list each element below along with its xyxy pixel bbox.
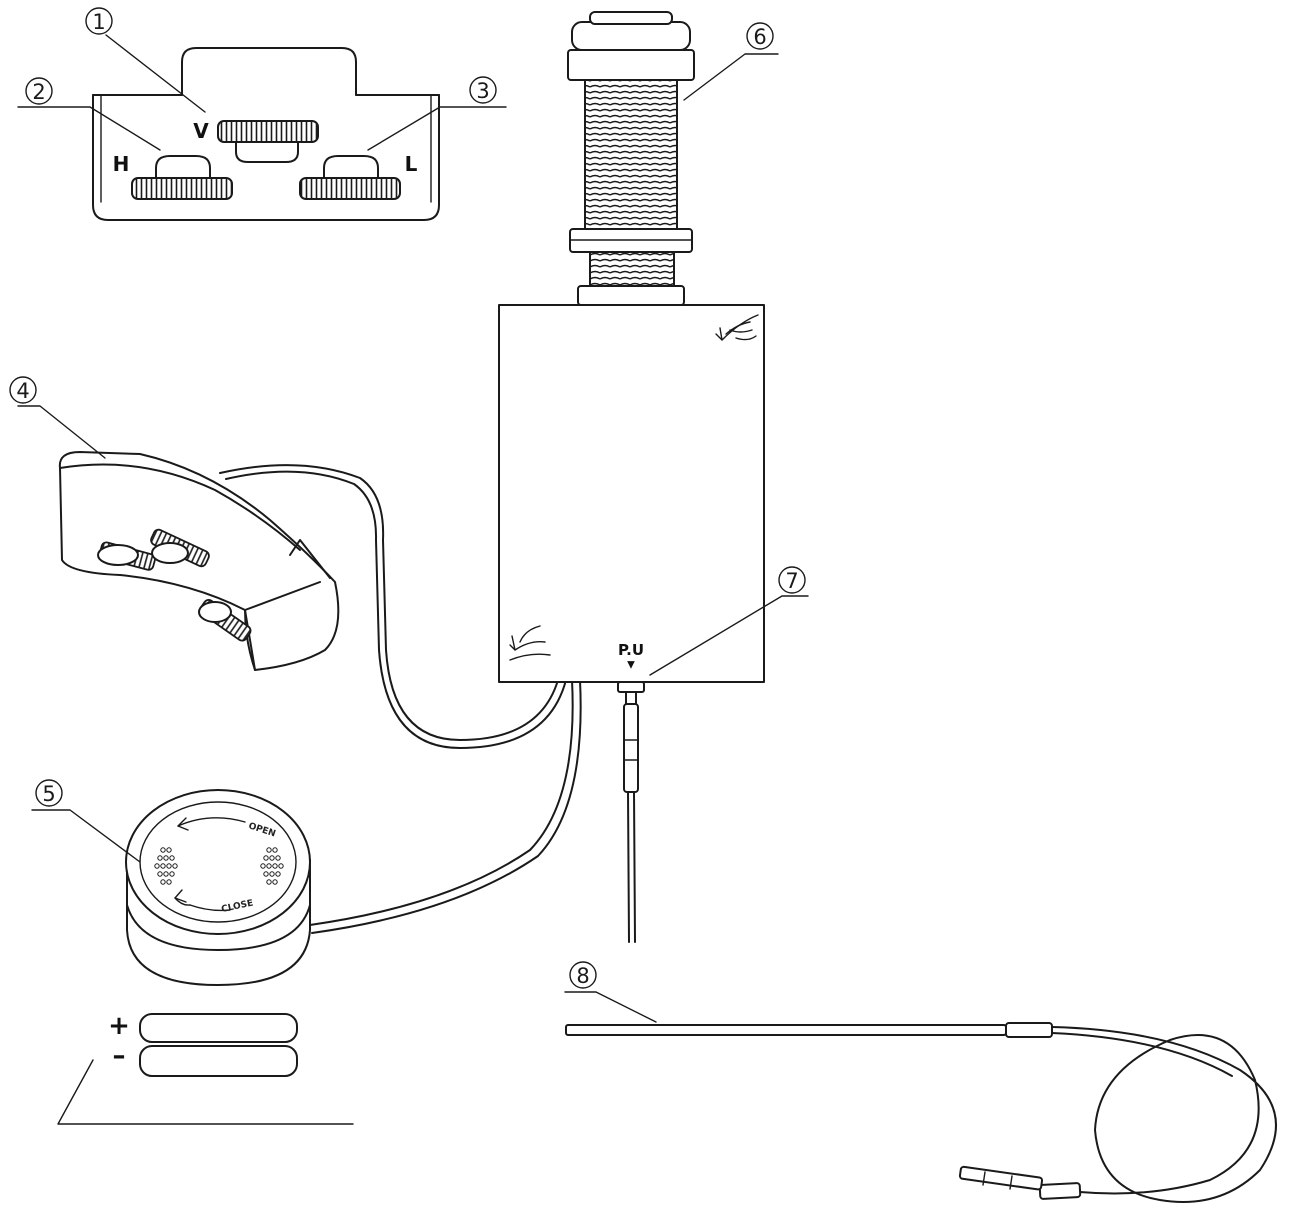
- leaf-ornament-top: [715, 314, 759, 341]
- callout-4-text: 4: [16, 379, 29, 403]
- label-h: H: [113, 152, 130, 176]
- label-v: V: [193, 119, 209, 143]
- grip-dots-left: [154, 847, 178, 885]
- callout-7: 7: [778, 566, 806, 594]
- callout-8-text: 8: [576, 964, 589, 988]
- battery-plus: +: [108, 1011, 130, 1041]
- output-plug: [617, 681, 645, 943]
- endpin-jack[interactable]: [567, 11, 695, 306]
- callout-4: 4: [9, 376, 37, 404]
- callout-3-text: 3: [476, 79, 489, 103]
- leaf-ornament-bottom: [509, 625, 551, 661]
- callout-8: 8: [569, 961, 597, 989]
- body-knobs: [97, 528, 252, 642]
- callout-1-text: 1: [92, 10, 105, 34]
- preamp-body: [58, 451, 340, 671]
- callout-6: 6: [746, 22, 774, 50]
- main-box: P.U ▼: [498, 304, 765, 683]
- undersaddle-pickup: [565, 1022, 1277, 1203]
- callout-2-text: 2: [32, 80, 45, 104]
- grip-dots-right: [260, 847, 284, 885]
- control-panel: V H L: [92, 47, 440, 221]
- jack-label: P.U: [618, 641, 644, 659]
- coin-batteries: + –: [108, 1011, 298, 1077]
- low-knob[interactable]: [299, 155, 401, 200]
- battery-holder[interactable]: OPEN CLOSE: [125, 789, 311, 986]
- callout-6-text: 6: [753, 25, 766, 49]
- leader-lines: [17, 34, 809, 1125]
- callout-5-text: 5: [42, 782, 55, 806]
- callout-1: 1: [85, 7, 113, 35]
- volume-knob[interactable]: [217, 120, 319, 163]
- high-knob[interactable]: [131, 155, 233, 200]
- callout-3: 3: [469, 76, 497, 104]
- callout-2: 2: [25, 77, 53, 105]
- jack-arrow: ▼: [627, 660, 635, 671]
- callout-5: 5: [35, 779, 63, 807]
- label-l: L: [405, 152, 418, 176]
- battery-minus: –: [113, 1041, 126, 1071]
- callout-7-text: 7: [785, 569, 798, 593]
- cables: [219, 464, 582, 934]
